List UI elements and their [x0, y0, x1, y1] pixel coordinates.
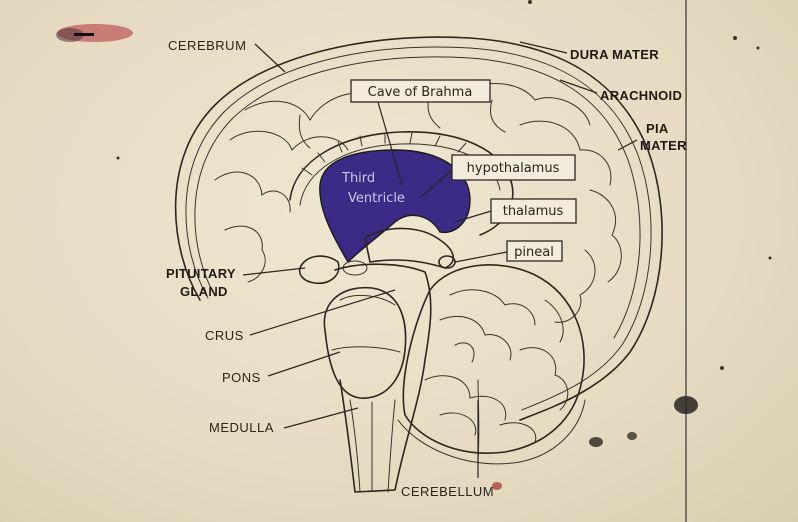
hypothalamus-box: hypothalamus [451, 154, 576, 181]
thalamus-region [364, 227, 454, 269]
arachnoid-label: ARACHNOID [600, 88, 682, 103]
cerebrum-label: CEREBRUM [168, 38, 246, 53]
paper-smudges [56, 0, 772, 490]
thalamus-label: thalamus [503, 204, 564, 219]
ventricle-label-line2: Ventricle [348, 191, 405, 206]
pia-mater-label-line2: MATER [640, 138, 687, 153]
pineal-label: pineal [514, 245, 554, 260]
pituitary-label-line2: GLAND [180, 284, 228, 299]
pineal-box: pineal [506, 240, 563, 262]
leader-lines [242, 41, 638, 478]
pia-mater-outline [194, 56, 641, 339]
arachnoid-outline [185, 46, 652, 411]
dura-mater-label: DURA MATER [570, 47, 659, 62]
pons [323, 286, 407, 399]
cave-of-brahma-label: Cave of Brahma [368, 85, 473, 100]
hypothalamus-label: hypothalamus [467, 161, 560, 176]
pia-mater-label-line1: PIA [646, 121, 669, 136]
pituitary-label-line1: PITUITARY [166, 266, 236, 281]
cerebellum-folia [424, 289, 569, 461]
medulla [349, 399, 396, 493]
cerebellum [402, 264, 585, 454]
ventricle-label-line1: Third [341, 171, 375, 186]
cave-of-brahma-box: Cave of Brahma [350, 79, 491, 103]
pons-label: PONS [222, 370, 261, 385]
thalamus-box: thalamus [490, 198, 577, 224]
crus-label: CRUS [205, 328, 244, 343]
medulla-label: MEDULLA [209, 420, 274, 435]
pituitary-gland [298, 255, 340, 285]
dura-mater-outline [174, 36, 663, 421]
cerebellum-label: CEREBELLUM [401, 484, 494, 499]
brainstem [334, 263, 432, 493]
